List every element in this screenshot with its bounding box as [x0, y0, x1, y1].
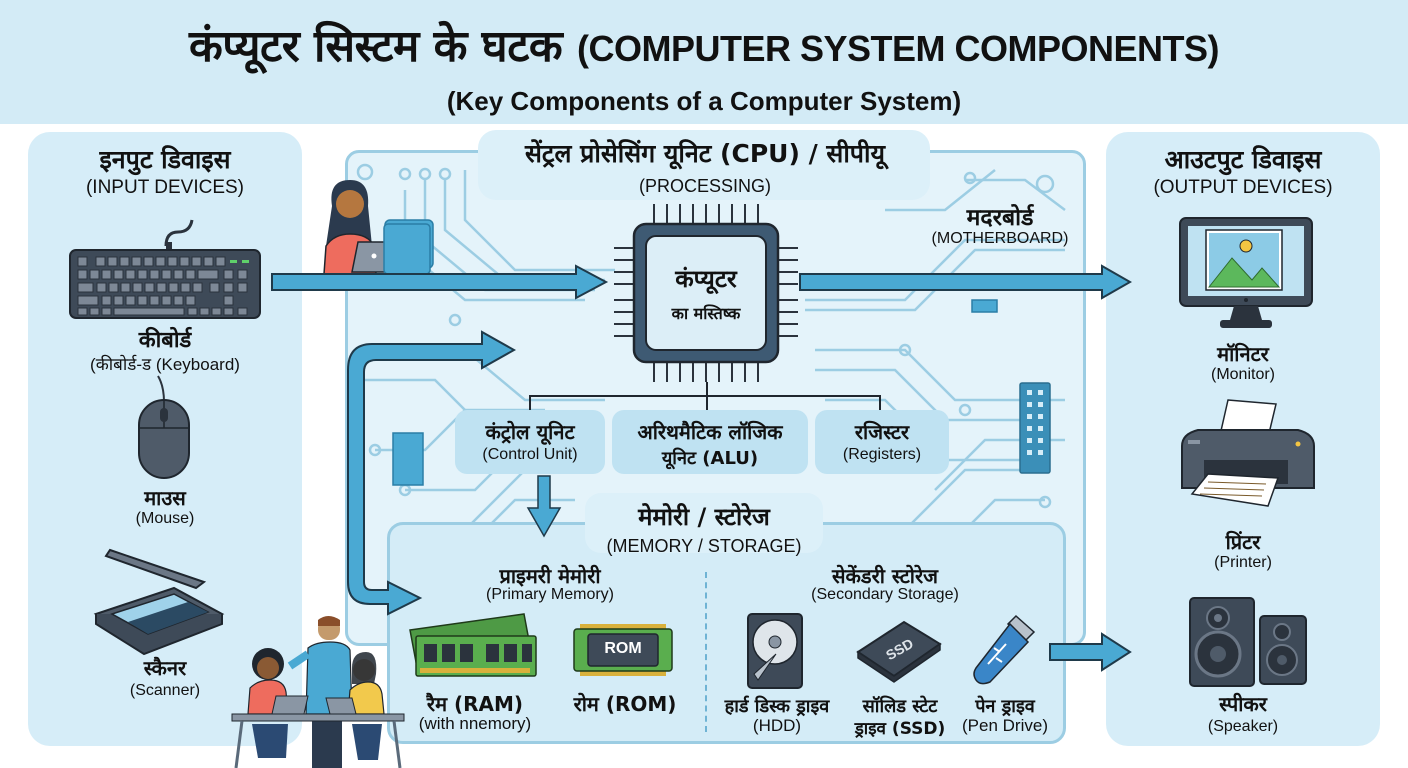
printer-label-en: (Printer)	[1214, 554, 1272, 571]
control-to-memory-arrow	[526, 475, 562, 538]
scanner-label-en: (Scanner)	[129, 682, 201, 699]
speaker-label-hi: स्पीकर	[1219, 692, 1267, 716]
printer-icon	[1181, 399, 1315, 507]
primary-memory-title-en: (Primary Memory)	[486, 586, 614, 603]
control-unit-label-hi: कंट्रोल यूनिट	[485, 420, 575, 444]
hdd-label-en: (HDD)	[752, 716, 802, 735]
ram-icon	[409, 613, 537, 677]
secondary-storage-title-hi: सेकेंडरी स्टोरेज	[832, 564, 938, 588]
control-unit-label-en: (Control Unit)	[482, 446, 578, 463]
scanner-icon	[93, 548, 225, 656]
output-devices-panel: आउटपुट डिवाइस (OUTPUT DEVICES) मॉनिटर (M…	[1106, 132, 1380, 746]
rom-chip-text: ROM	[604, 640, 642, 657]
storage-to-output-arrow	[1049, 632, 1132, 672]
registers-label-en: (Registers)	[842, 446, 922, 463]
input-devices-panel: इनपुट डिवाइस (INPUT DEVICES) कीबोर्ड (की…	[28, 132, 302, 746]
speaker-label-en: (Speaker)	[1207, 718, 1279, 735]
title-hindi: कंप्यूटर सिस्टम के घटक	[188, 21, 563, 72]
mouse-icon	[138, 375, 190, 479]
keyboard-label-en: (कीबोर्ड-ड (Keyboard)	[90, 355, 240, 374]
output-panel-subtitle: (OUTPUT DEVICES)	[1153, 177, 1333, 198]
team-at-desk-illustration	[231, 616, 405, 768]
person-with-laptop-illustration	[323, 180, 431, 275]
registers-label-hi: रजिस्टर	[854, 420, 910, 444]
mouse-label-en: (Mouse)	[135, 510, 195, 527]
cpu-title: सेंट्रल प्रोसेसिंग यूनिट (CPU) / सीपीयू	[525, 139, 885, 168]
output-panel-title: आउटपुट डिवाइस	[1164, 145, 1322, 174]
motherboard-label-hi: मदरबोर्ड	[966, 205, 1034, 231]
primary-memory-title-hi: प्राइमरी मेमोरी	[499, 564, 601, 588]
header-banner	[0, 0, 1408, 124]
pen-drive-label-hi: पेन ड्राइव	[975, 696, 1035, 717]
ram-label-en: (with nnemory)	[418, 714, 532, 733]
memory-divider	[705, 572, 707, 732]
cpu-title-background	[478, 130, 930, 200]
cpu-chip-icon	[614, 204, 798, 382]
input-panel-title: इनपुट डिवाइस	[99, 145, 231, 174]
rom-label-hi: रोम (ROM)	[573, 692, 677, 716]
keyboard-label-hi: कीबोर्ड	[138, 328, 192, 353]
pen-drive-label-en: (Pen Drive)	[962, 716, 1048, 735]
speaker-icon	[1189, 597, 1307, 687]
ram-label-hi: रैम (RAM)	[426, 692, 524, 716]
cpu-chip-line2: का मस्तिष्क	[671, 304, 741, 323]
scanner-label-hi: स्कैनर	[143, 656, 187, 680]
cpu-unit-connectors	[529, 382, 881, 412]
mouse-label-hi: माउस	[144, 486, 186, 510]
control-unit-box: कंट्रोल यूनिट (Control Unit)	[455, 410, 605, 474]
page-title: कंप्यूटर सिस्टम के घटक (COMPUTER SYSTEM …	[0, 14, 1408, 74]
secondary-storage-title-en: (Secondary Storage)	[811, 586, 959, 603]
alu-label-hi: अरिथमैटिक लॉजिक	[637, 420, 783, 444]
hdd-icon	[747, 613, 803, 689]
title-english: (COMPUTER SYSTEM COMPONENTS)	[577, 28, 1220, 69]
input-to-cpu-arrow	[271, 264, 609, 300]
keyboard-icon	[69, 219, 261, 319]
ssd-label-en: ड्राइव (SSD)	[854, 719, 946, 739]
monitor-icon	[1179, 217, 1313, 328]
page-subtitle: (Key Components of a Computer System)	[446, 86, 962, 116]
hdd-label-hi: हार्ड डिस्क ड्राइव	[724, 696, 830, 717]
memory-title-en: (MEMORY / STORAGE)	[606, 536, 802, 556]
motherboard-label-en: (MOTHERBOARD)	[931, 230, 1069, 247]
memory-title-hi: मेमोरी / स्टोरेज	[638, 503, 770, 531]
memory-cpu-loop-arrow	[347, 330, 517, 616]
cpu-chip-line1: कंप्यूटर	[675, 265, 737, 293]
input-panel-subtitle: (INPUT DEVICES)	[85, 177, 244, 198]
ssd-icon: SSD	[856, 620, 942, 683]
rom-icon	[573, 624, 673, 676]
monitor-label-en: (Monitor)	[1210, 366, 1275, 383]
printer-label-hi: प्रिंटर	[1225, 530, 1261, 554]
cpu-to-output-arrow	[799, 264, 1133, 300]
cpu-subtitle: (PROCESSING)	[638, 176, 771, 196]
alu-label-en: यूनिट (ALU)	[661, 448, 759, 469]
alu-box: अरिथमैटिक लॉजिक यूनिट (ALU)	[612, 410, 808, 474]
monitor-label-hi: मॉनिटर	[1217, 342, 1269, 366]
ssd-label-hi: सॉलिड स्टेट	[862, 696, 938, 717]
pen-drive-icon	[973, 614, 1036, 685]
memory-title-background	[585, 493, 823, 553]
registers-box: रजिस्टर (Registers)	[815, 410, 949, 474]
